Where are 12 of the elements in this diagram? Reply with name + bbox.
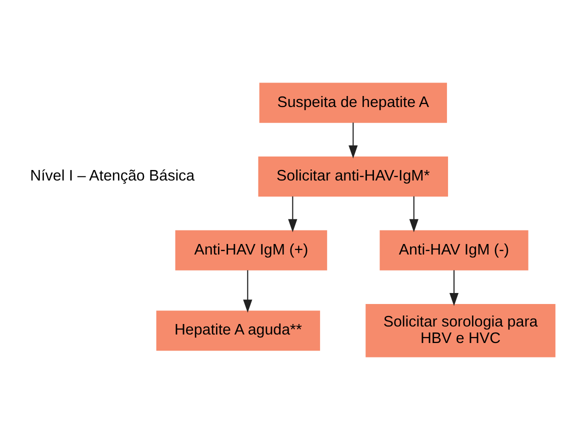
arrow xyxy=(243,270,252,312)
node-box: Hepatite A aguda** xyxy=(156,310,320,350)
arrow xyxy=(449,270,459,306)
node-box: Suspeita de hepatite A xyxy=(259,82,447,122)
node-box: Anti-HAV IgM (+) xyxy=(175,230,328,270)
arrow xyxy=(288,196,298,232)
node-box: Anti-HAV IgM (-) xyxy=(380,230,528,270)
label: Nível I – Atenção Básica xyxy=(30,167,195,184)
arrow xyxy=(409,196,418,232)
arrow xyxy=(348,122,358,158)
node-box: Solicitar anti-HAV-IgM* xyxy=(258,156,448,196)
node-box: Solicitar sorologia para HBV e HVC xyxy=(366,304,556,357)
